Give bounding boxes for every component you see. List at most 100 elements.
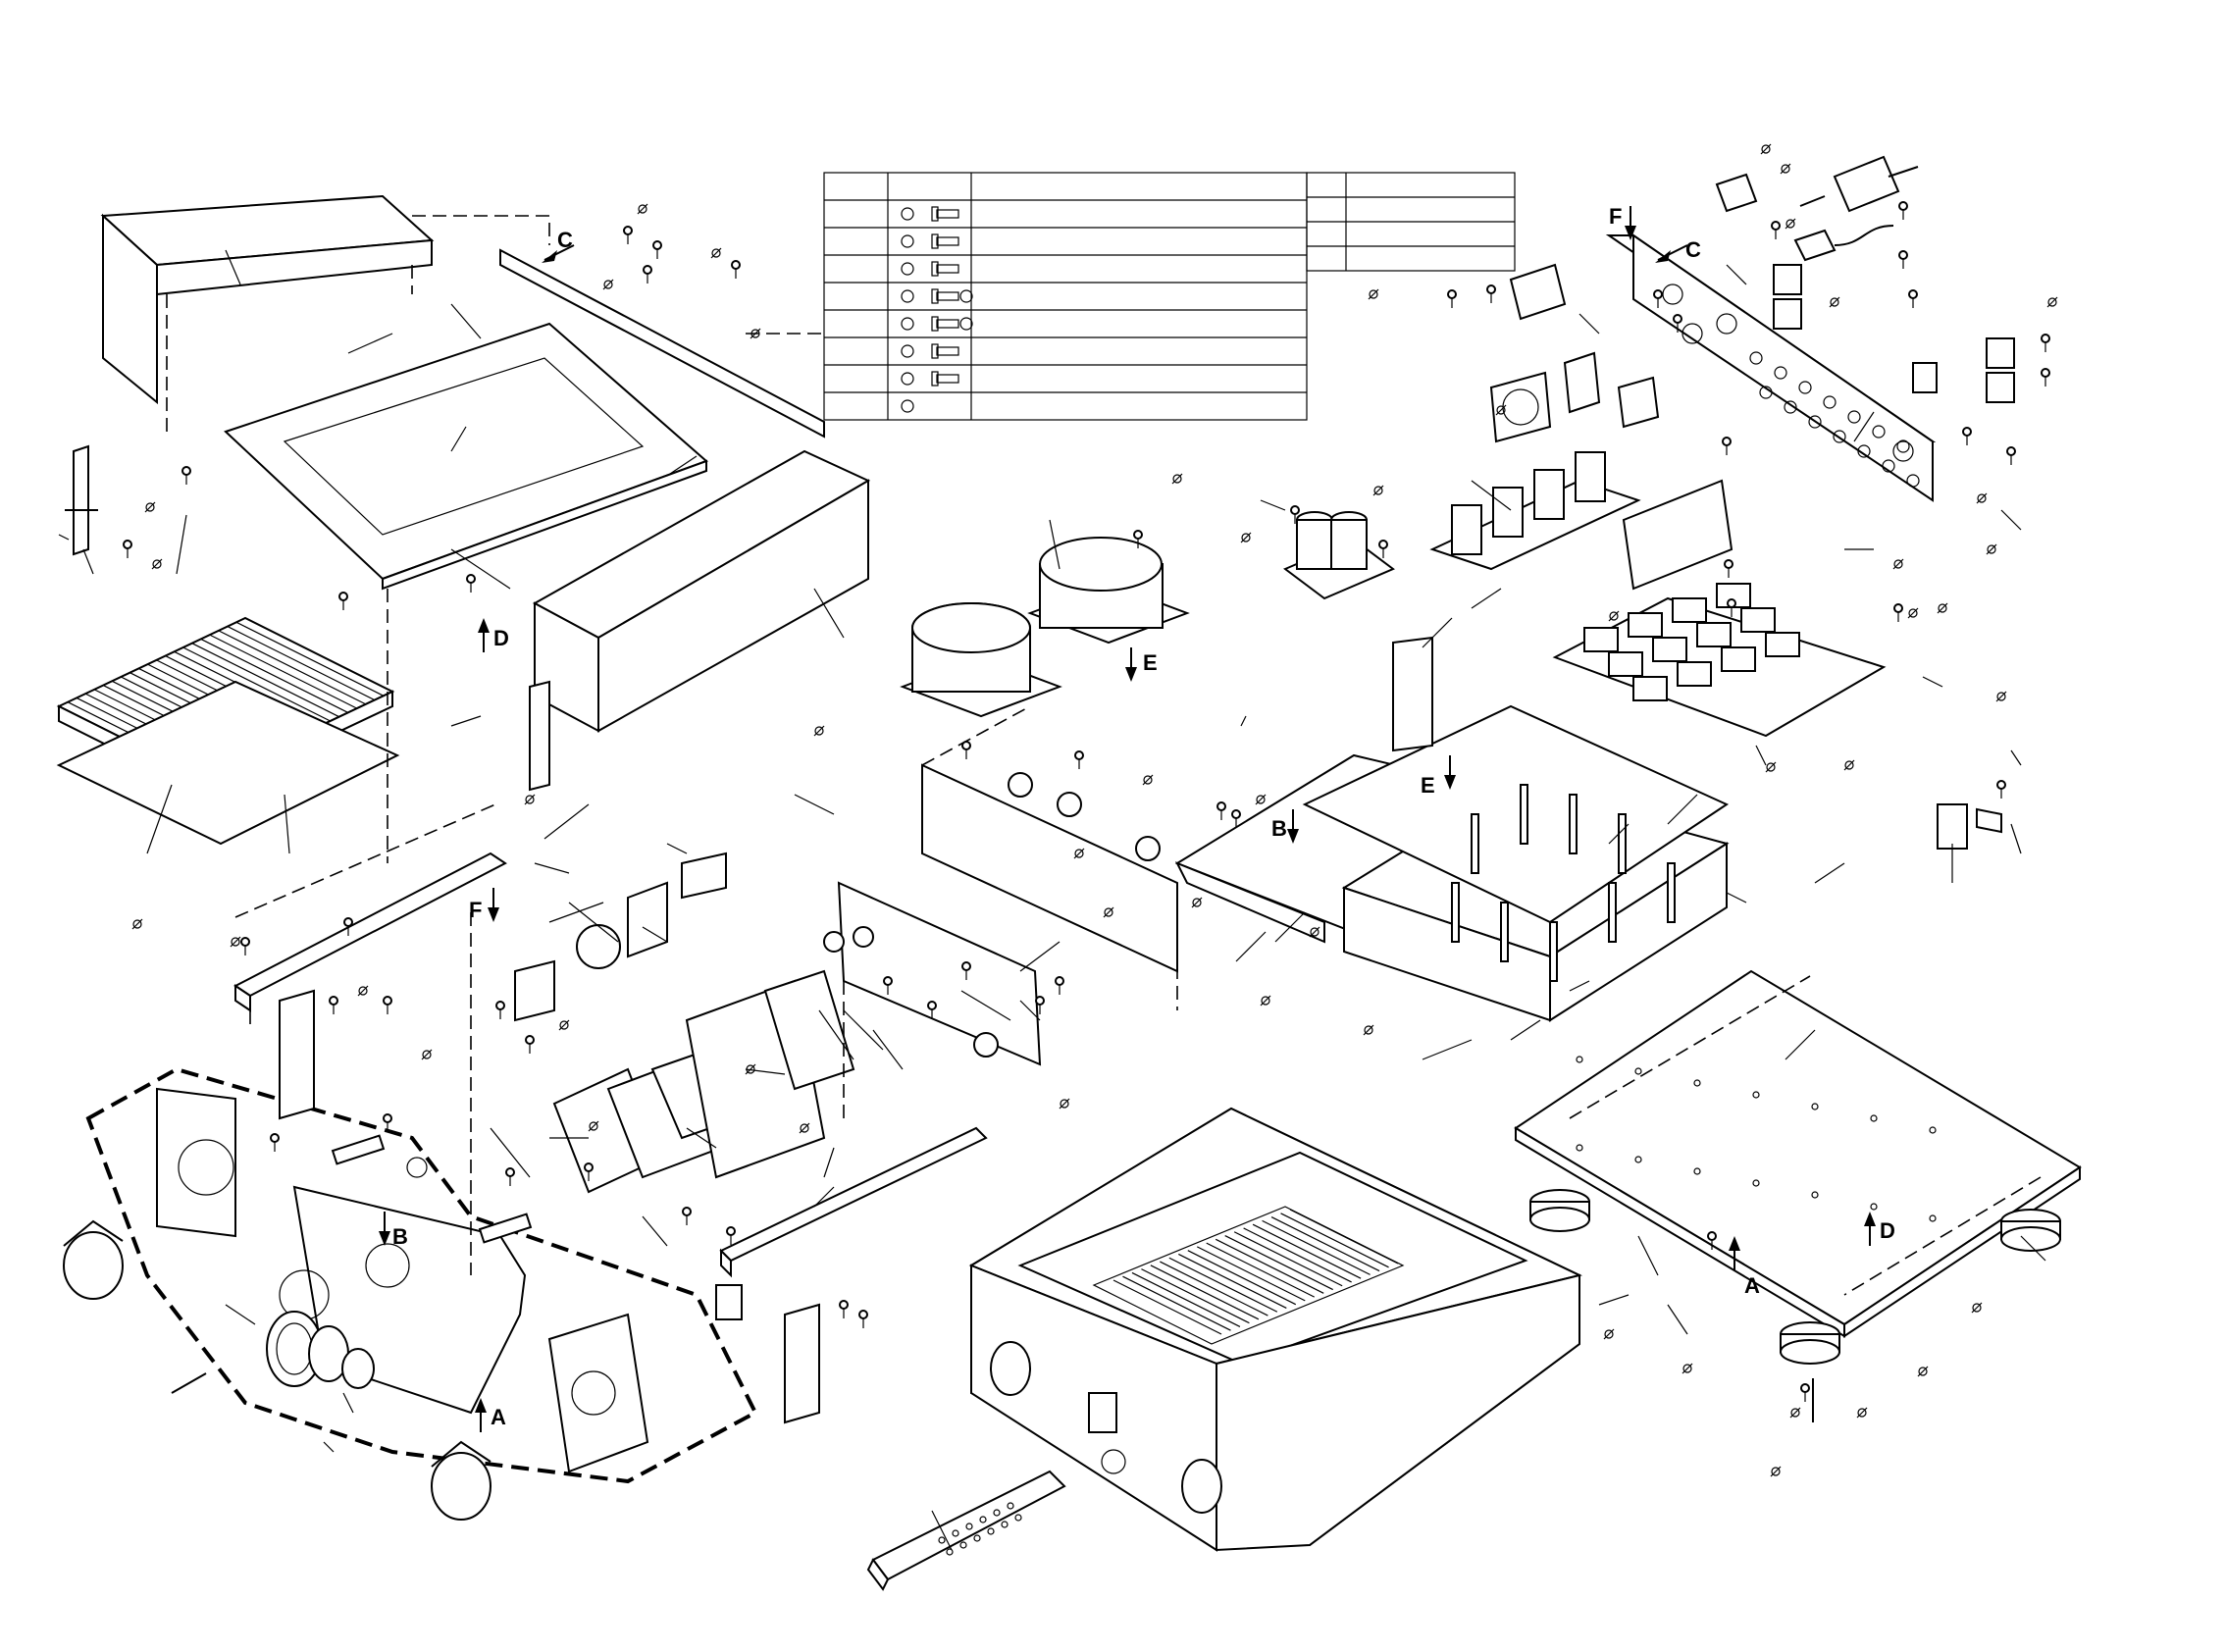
screw [928, 1002, 936, 1009]
screw [1379, 541, 1387, 548]
leader-line [2011, 750, 2021, 765]
marker-e-trans: E [1125, 647, 1158, 682]
screw [1654, 290, 1662, 298]
output-transistor [1493, 488, 1523, 537]
output-transistor [1452, 505, 1481, 554]
screw [124, 541, 131, 548]
screw [384, 997, 391, 1005]
leader-line [343, 1393, 353, 1413]
relay-block [1766, 633, 1799, 656]
screw [1894, 604, 1902, 612]
screw [653, 241, 661, 249]
screw [1772, 222, 1780, 230]
leader-line [83, 549, 93, 574]
leader-line [324, 1442, 334, 1452]
heatsink [59, 618, 397, 844]
screw [241, 938, 249, 946]
svg-text:B: B [392, 1224, 408, 1249]
screw [732, 261, 740, 269]
screw [859, 1311, 867, 1318]
screw-legend-table [824, 173, 1515, 420]
leader-line [1472, 589, 1501, 608]
relay-block [1633, 677, 1667, 700]
leader-line [1020, 942, 1060, 971]
screw [1217, 802, 1225, 810]
screw [1674, 315, 1682, 323]
leader-line [451, 549, 510, 589]
screw [644, 266, 651, 274]
relay-block [1653, 638, 1686, 661]
screw [344, 918, 352, 926]
relay-block [1629, 613, 1662, 637]
screw-head-icon [902, 263, 913, 275]
leader-line [643, 1216, 667, 1246]
screw [1448, 290, 1456, 298]
screw [962, 742, 970, 749]
standoff-post [1550, 922, 1557, 981]
output-transistor [1576, 452, 1605, 501]
screw-shank-icon [937, 375, 958, 383]
relay-module [1938, 804, 2001, 849]
leader-line [1923, 677, 1942, 687]
leader-line [1727, 893, 1746, 903]
power-cord [1717, 157, 1918, 260]
screw-shank-icon [937, 210, 958, 218]
remote-button [1015, 1515, 1021, 1521]
leader-line [1241, 716, 1246, 726]
volume-knob-right [432, 1442, 491, 1520]
standoff-post [1570, 795, 1577, 853]
marker-a-front: A [475, 1398, 506, 1432]
screw-head-icon [902, 208, 913, 220]
output-transistor [1534, 470, 1564, 519]
remote-button [988, 1528, 994, 1534]
leader-line [824, 1148, 834, 1177]
relay-block [1673, 598, 1706, 622]
screw [1075, 751, 1083, 759]
screw [1723, 438, 1731, 445]
screw [384, 1114, 391, 1122]
leader-line [1423, 618, 1452, 647]
relay-block [1741, 608, 1775, 632]
svg-text:B: B [1271, 816, 1287, 841]
leader-line [1261, 500, 1285, 510]
leader-line [795, 795, 834, 814]
screw-head-icon [902, 290, 913, 302]
marker-f-bracket: F [469, 888, 499, 922]
screw [840, 1301, 848, 1309]
leader-line [348, 334, 392, 353]
remote-button [974, 1535, 980, 1541]
leader-line [1599, 1295, 1629, 1305]
screw [182, 467, 190, 475]
bottom-plate [1516, 971, 2080, 1336]
svg-text:D: D [493, 626, 509, 650]
remote-button [960, 1542, 966, 1548]
screw-head-icon [902, 318, 913, 330]
svg-text:D: D [1880, 1218, 1895, 1243]
relay-board [1555, 584, 1884, 736]
screw [1909, 290, 1917, 298]
leader-line [1579, 314, 1599, 334]
standoff-post [1668, 863, 1675, 922]
screw [496, 1002, 504, 1009]
standoff-post [1521, 785, 1527, 844]
screw [506, 1168, 514, 1176]
screw [884, 977, 892, 985]
screw [467, 575, 475, 583]
screw-shank-icon [937, 320, 958, 328]
screw-head-icon [902, 373, 913, 385]
screw [1056, 977, 1063, 985]
marker-d-chassis: D [478, 618, 509, 652]
screw [1997, 781, 2005, 789]
screw [330, 997, 337, 1005]
relay-block [1609, 652, 1642, 676]
leader-line [1756, 746, 1766, 765]
washer-icon [960, 318, 972, 330]
leader-line [844, 1010, 883, 1050]
screw [683, 1208, 691, 1215]
leader-line [2011, 824, 2021, 853]
screw [2042, 335, 2049, 342]
screw [585, 1163, 593, 1171]
screw [1487, 285, 1495, 293]
screw [962, 962, 970, 970]
svg-text:C: C [557, 228, 573, 252]
